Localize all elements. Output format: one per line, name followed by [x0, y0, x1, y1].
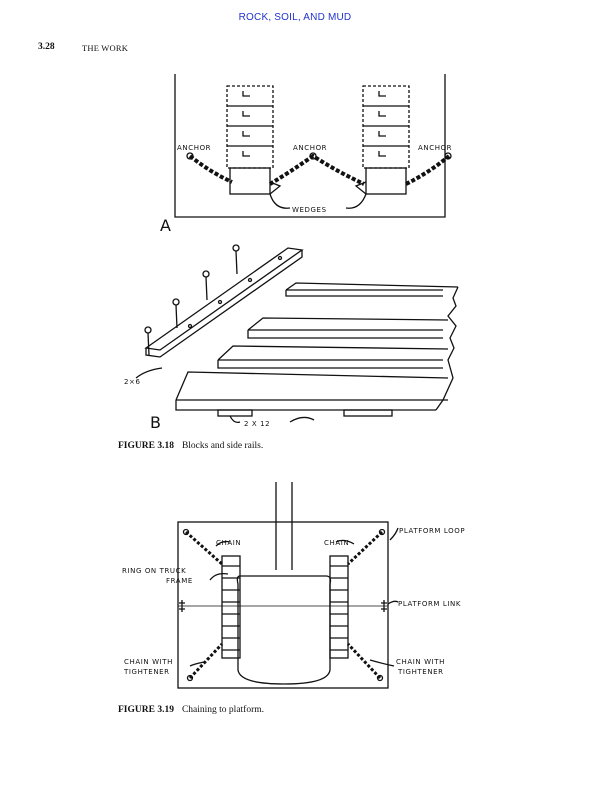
- caption-number: FIGURE 3.19: [118, 705, 174, 715]
- label-chain-left: CHAIN: [216, 539, 241, 547]
- panel-letter-b: B: [150, 413, 161, 430]
- figure-3-18-panel-b: 2×6 2 X 12 B: [118, 238, 468, 430]
- label-tightener-right-2: TIGHTENER: [397, 668, 444, 676]
- label-tightener-left-1: CHAIN WITH: [124, 658, 173, 666]
- label-anchor-center: ANCHOR: [293, 144, 327, 152]
- caption-number: FIGURE 3.18: [118, 441, 174, 451]
- running-header: ROCK, SOIL, AND MUD: [238, 12, 352, 23]
- figure-3-18-panel-a: ANCHOR ANCHOR ANCHOR WEDGES A: [150, 72, 460, 232]
- label-anchor-right: ANCHOR: [418, 144, 452, 152]
- label-2x6: 2×6: [124, 378, 141, 386]
- label-chain-right: CHAIN: [324, 539, 349, 547]
- label-2x12: 2 X 12: [244, 420, 270, 428]
- label-ring-line1: RING ON TRUCK: [122, 567, 186, 575]
- figure-3-19: CHAIN CHAIN PLATFORM LOOP RING ON TRUCK …: [118, 480, 478, 700]
- label-platform-link: PLATFORM LINK: [398, 600, 461, 608]
- label-anchor-left: ANCHOR: [177, 144, 211, 152]
- page-number: 3.28: [38, 42, 55, 52]
- label-wedges: WEDGES: [292, 206, 327, 214]
- label-tightener-left-2: TIGHTENER: [123, 668, 170, 676]
- label-ring-line2: FRAME: [166, 577, 193, 585]
- caption-figure-3-18: FIGURE 3.18 Blocks and side rails.: [118, 441, 263, 451]
- label-platform-loop: PLATFORM LOOP: [399, 527, 465, 535]
- caption-figure-3-19: FIGURE 3.19 Chaining to platform.: [118, 705, 264, 715]
- caption-text: Chaining to platform.: [181, 705, 265, 715]
- section-title: THE WORK: [82, 43, 129, 53]
- caption-text: Blocks and side rails.: [181, 441, 264, 451]
- panel-letter-a: A: [160, 216, 171, 232]
- label-tightener-right-1: CHAIN WITH: [396, 658, 445, 666]
